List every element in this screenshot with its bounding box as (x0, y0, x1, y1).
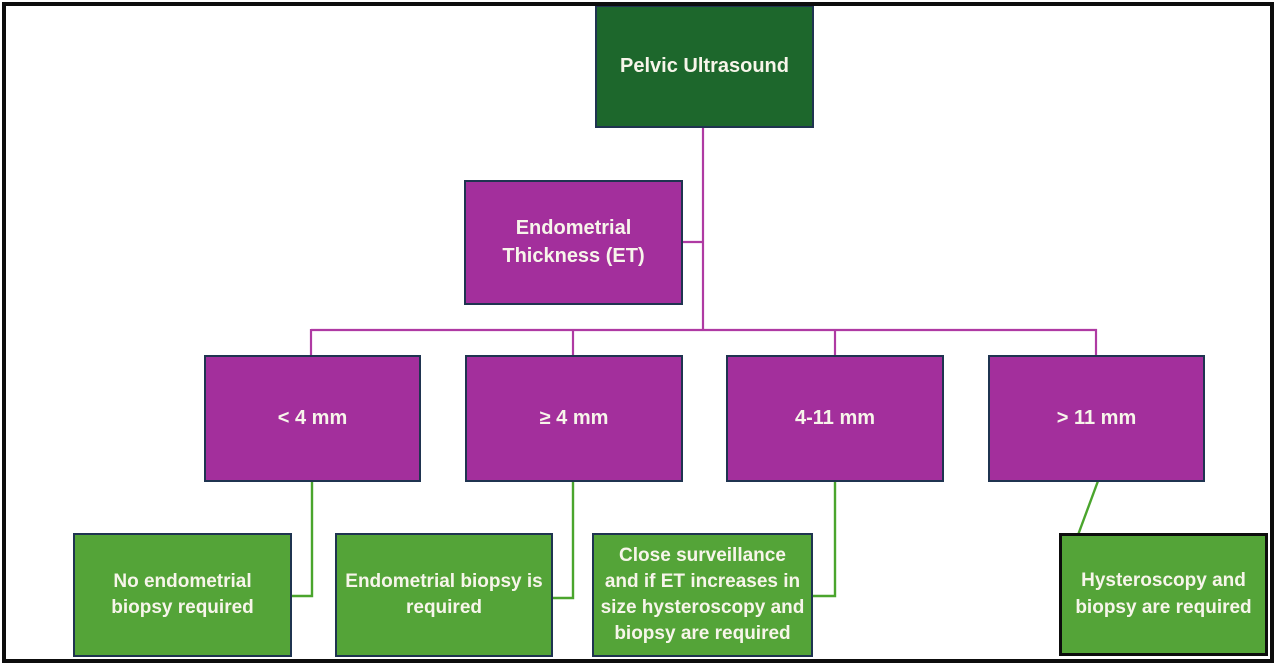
node-gte-4mm: ≥ 4 mm (465, 355, 683, 482)
connector-gt11-to-outcome (1076, 480, 1100, 536)
node-endometrial-thickness: Endometrial Thickness (ET) (464, 180, 683, 305)
node-no-biopsy-outcome: No endometrial biopsy required (73, 533, 292, 657)
node-4-11mm: 4-11 mm (726, 355, 944, 482)
node-lt-4mm: < 4 mm (204, 355, 421, 482)
node-pelvic-ultrasound: Pelvic Ultrasound (595, 5, 814, 128)
connector-4-11-to-outcome (811, 481, 837, 598)
node-hysteroscopy-biopsy-outcome: Hysteroscopy and biopsy are required (1059, 533, 1268, 656)
node-gt-11mm: > 11 mm (988, 355, 1205, 482)
node-close-surveillance-outcome: Close surveillance and if ET increases i… (592, 533, 813, 657)
connector-gte4-to-outcome (551, 481, 575, 600)
node-biopsy-required-outcome: Endometrial biopsy is required (335, 533, 553, 657)
connector-lt4-to-outcome (291, 481, 314, 598)
